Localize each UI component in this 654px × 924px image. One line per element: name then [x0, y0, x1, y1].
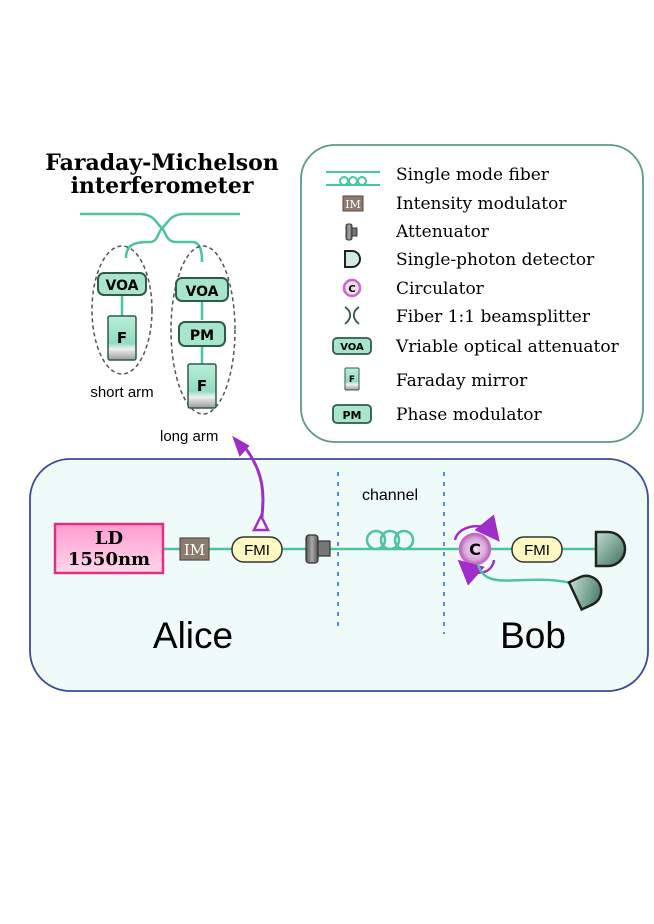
- attenuator-icon: [345, 223, 358, 241]
- intensity-modulator-label: IM: [184, 541, 205, 559]
- long-arm-oval: [170, 245, 236, 415]
- laser-source: [53, 522, 165, 575]
- attenuator: [305, 534, 331, 564]
- intensity-modulator-icon: IM: [342, 195, 364, 212]
- fmi-title-line2: interferometer: [71, 173, 254, 199]
- legend-label-pm: Phase modulator: [396, 405, 543, 425]
- bob-detector-secondary: [567, 574, 603, 612]
- beamsplitter-icon: [344, 306, 360, 325]
- circulator-output-fiber: [476, 563, 579, 587]
- fmi-zoom-arrowhead-top: [232, 435, 250, 457]
- long-arm-faraday-label: F: [197, 377, 207, 395]
- laser-label-line2: 1550nm: [68, 549, 150, 570]
- bob-detector-main: [594, 530, 627, 568]
- detector-icon: [344, 250, 361, 268]
- legend-label-fiber: Single mode fiber: [396, 165, 550, 185]
- svg-text:C: C: [348, 284, 355, 295]
- long-arm-voa-label: VOA: [186, 284, 219, 300]
- svg-text:PM: PM: [342, 409, 361, 422]
- svg-text:F: F: [349, 375, 355, 385]
- fmi-fiber-lower: [124, 226, 204, 263]
- short-arm-oval: [91, 245, 153, 375]
- fmi-title-line1: Faraday-Michelson: [45, 150, 279, 176]
- short-arm-voa: [97, 272, 147, 296]
- intensity-modulator: [179, 537, 210, 561]
- short-arm-faraday-label: F: [117, 329, 127, 347]
- faraday-mirror-icon: F: [344, 367, 360, 391]
- channel-label: channel: [362, 487, 418, 504]
- circulator-label: C: [469, 540, 481, 559]
- fmi-zoom-arrowhead-bottom: [251, 513, 271, 532]
- legend-label-circulator: Circulator: [396, 279, 485, 299]
- legend-label-beamsplitter: Fiber 1:1 beamsplitter: [396, 307, 591, 327]
- short-arm-faraday-mirror: [107, 315, 137, 361]
- phase-modulator-icon: PM: [332, 404, 372, 424]
- laser-label-line1: LD: [95, 528, 123, 549]
- channel-fiber-coil-icon: [365, 529, 415, 551]
- legend-label-attenuator: Attenuator: [395, 222, 490, 242]
- short-arm-voa-label: VOA: [106, 278, 139, 294]
- long-arm-faraday-mirror: [187, 363, 217, 409]
- long-arm-pm: [178, 321, 226, 347]
- legend-label-detector: Single-photon detector: [396, 250, 595, 270]
- circulator-icon: C: [342, 278, 362, 298]
- voa-icon: VOA: [332, 337, 372, 355]
- circulator: C: [453, 514, 500, 586]
- circulator-arrow-top: [453, 514, 500, 542]
- alice-label: Alice: [153, 615, 233, 656]
- legend-box: [300, 144, 644, 443]
- fmi-fiber-top: [80, 212, 240, 230]
- fmi-inset: VOA F VOA PM F short arm long arm: [80, 212, 240, 445]
- long-arm-voa: [175, 277, 229, 302]
- short-arm-label: short arm: [90, 384, 153, 401]
- alice-fmi-label: FMI: [244, 542, 270, 559]
- legend-label-faraday: Faraday mirror: [396, 371, 528, 391]
- svg-text:VOA: VOA: [340, 342, 364, 353]
- svg-text:IM: IM: [345, 198, 361, 211]
- bob-fmi: [511, 536, 563, 563]
- bob-label: Bob: [500, 615, 566, 656]
- legend-label-im: Intensity modulator: [396, 194, 567, 214]
- bob-fmi-label: FMI: [524, 542, 550, 559]
- fiber-coil-icon: [326, 171, 380, 186]
- long-arm-label: long arm: [160, 428, 218, 445]
- legend-label-voa: Vriable optical attenuator: [395, 337, 620, 357]
- setup-panel: channel LD 1550nm IM FMI: [29, 435, 649, 692]
- alice-fmi: [231, 536, 283, 563]
- long-arm-pm-label: PM: [190, 328, 214, 344]
- legend: IM C VOA F: [300, 144, 644, 443]
